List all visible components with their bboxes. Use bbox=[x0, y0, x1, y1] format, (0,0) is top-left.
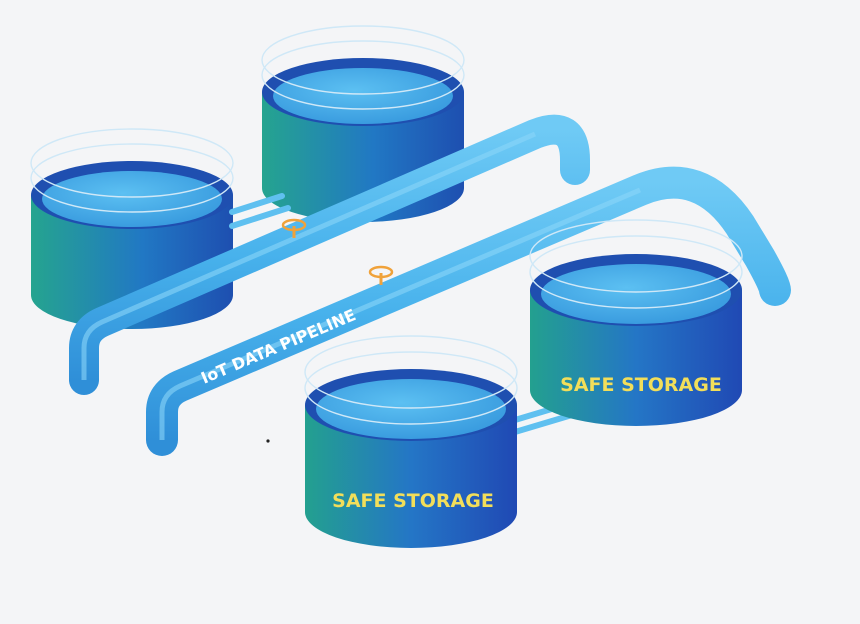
tank-label-right: SAFE STORAGE bbox=[560, 374, 722, 396]
tank-front: SAFE STORAGE bbox=[304, 335, 518, 548]
tank-back-middle bbox=[261, 25, 465, 222]
railing bbox=[30, 128, 234, 213]
railing bbox=[304, 335, 518, 425]
valve-upper bbox=[281, 218, 307, 238]
pipe-upper bbox=[69, 114, 590, 395]
railing bbox=[529, 219, 743, 309]
tank-right: SAFE STORAGE bbox=[529, 219, 743, 426]
dot-marker bbox=[266, 439, 270, 443]
railing bbox=[261, 25, 465, 110]
connector-pipes-left bbox=[229, 193, 291, 229]
tank-label-front: SAFE STORAGE bbox=[332, 490, 494, 512]
valve-lower bbox=[368, 265, 394, 285]
